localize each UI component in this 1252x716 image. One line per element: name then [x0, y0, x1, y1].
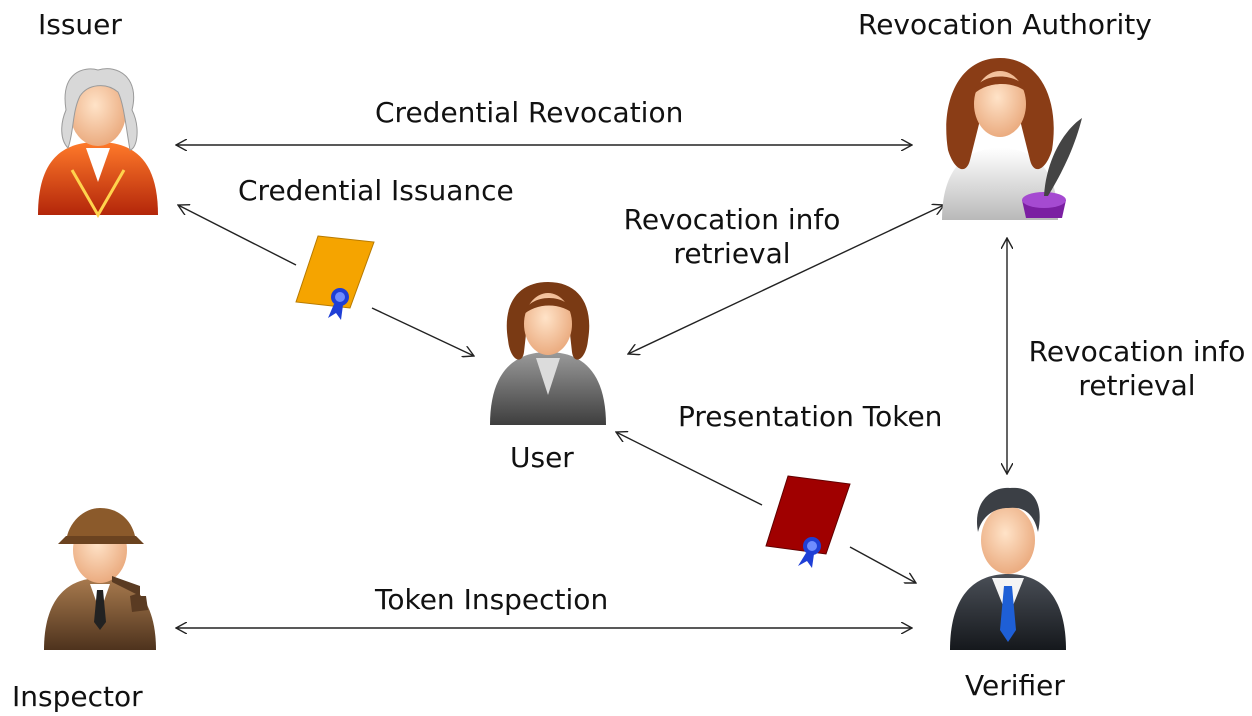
presentation-token-card-icon [765, 475, 851, 568]
user-label: User [510, 441, 574, 474]
issuer-label: Issuer [38, 8, 122, 41]
revocation-info-verifier-line-2: retrieval [1078, 369, 1196, 402]
presentation-token-label: Presentation Token [678, 400, 943, 433]
revocation-info-user-label: Revocation info retrieval [612, 203, 852, 271]
edge-presentation-token-lower [849, 546, 916, 583]
edge-revocation-info-user [628, 205, 944, 354]
inspector-label: Inspector [12, 680, 143, 713]
revocation-authority-label: Revocation Authority [858, 8, 1152, 41]
verifier-label: Verifier [965, 669, 1065, 702]
verifier-avatar-icon [950, 487, 1066, 650]
token-inspection-label: Token Inspection [375, 583, 609, 616]
revocation-info-user-line-1: Revocation info [623, 203, 841, 236]
revocation-info-verifier-line-1: Revocation info [1028, 335, 1246, 368]
inspector-avatar-icon [44, 508, 156, 650]
edge-presentation-token-upper [616, 432, 763, 506]
credential-revocation-label: Credential Revocation [375, 96, 684, 129]
edge-credential-issuance-lower [371, 307, 474, 356]
revocation-info-verifier-label: Revocation info retrieval [1022, 335, 1252, 403]
issuer-avatar-icon [38, 68, 158, 218]
user-avatar-icon [490, 282, 606, 425]
credential-issuance-label: Credential Issuance [238, 174, 514, 207]
credential-card-icon [295, 235, 375, 320]
revocation-info-user-line-2: retrieval [673, 237, 791, 270]
edge-credential-issuance-upper [178, 205, 297, 266]
revocation-authority-avatar-icon [942, 58, 1082, 220]
